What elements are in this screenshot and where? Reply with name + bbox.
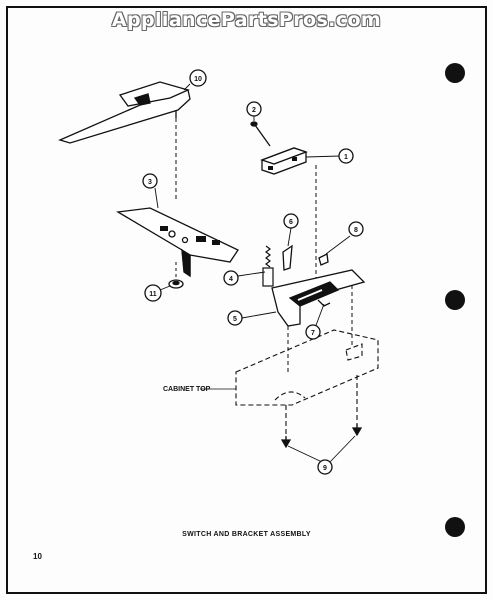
page-number: 10 <box>33 552 42 561</box>
callout-9: 9 <box>317 459 333 475</box>
punch-hole-top <box>445 63 465 83</box>
callout-8: 8 <box>348 221 364 237</box>
hex-nut-part <box>168 279 184 289</box>
mounting-screws-part <box>280 424 363 449</box>
diagram-caption: SWITCH AND BRACKET ASSEMBLY <box>182 531 311 538</box>
svg-text:9: 9 <box>323 465 327 472</box>
switch-part <box>260 147 308 175</box>
svg-text:10: 10 <box>194 76 202 83</box>
page-border <box>6 6 487 594</box>
callout-5: 5 <box>227 310 243 326</box>
callout-4: 4 <box>223 270 239 286</box>
screw-part <box>250 121 271 147</box>
svg-text:1: 1 <box>344 154 348 161</box>
assembly-guide-lines <box>287 285 353 372</box>
lever-arm-part <box>58 81 191 144</box>
svg-text:8: 8 <box>354 227 358 234</box>
svg-text:5: 5 <box>233 316 237 323</box>
svg-text:11: 11 <box>149 291 157 298</box>
callout-2: 2 <box>246 101 262 117</box>
callout-11: 11 <box>144 284 162 302</box>
watermark: AppliancePartsPros.com <box>111 9 382 31</box>
svg-text:7: 7 <box>311 330 315 337</box>
callout-10: 10 <box>189 69 207 87</box>
callout-3: 3 <box>142 173 158 189</box>
svg-text:2: 2 <box>252 107 256 114</box>
svg-text:6: 6 <box>289 219 293 226</box>
svg-text:3: 3 <box>148 179 152 186</box>
cabinet-top-outline <box>235 329 379 440</box>
callout-6: 6 <box>283 213 299 229</box>
spring-part <box>262 245 274 287</box>
small-clip-part <box>318 253 329 266</box>
punch-hole-bottom <box>445 517 465 537</box>
clip-part <box>282 244 293 271</box>
punch-hole-middle <box>445 290 465 310</box>
callout-1: 1 <box>338 148 354 164</box>
bracket-plate-part <box>116 207 239 278</box>
callout-7: 7 <box>305 324 321 340</box>
svg-text:4: 4 <box>229 276 233 283</box>
callout-leader-lines <box>154 83 356 463</box>
cabinet-top-label: CABINET TOP <box>163 386 211 393</box>
switch-bracket-part <box>271 269 366 327</box>
